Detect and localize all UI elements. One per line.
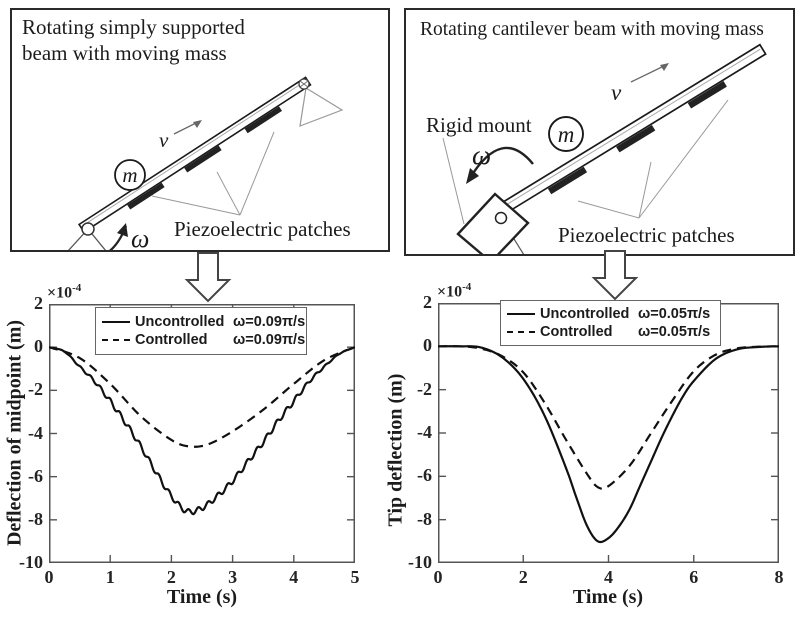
legend: Uncontrolled ω=0.09π/s Controlled ω=0.09… <box>95 307 307 355</box>
panel-cantilever: Rigid mount ω m v Piezoelectric patches … <box>404 8 795 266</box>
y-axis-exponent: ×10-4 <box>437 281 471 301</box>
y-axis-exponent: ×10-4 <box>47 282 81 302</box>
legend-label: Uncontrolled <box>540 306 630 322</box>
velocity-arrow <box>173 120 202 135</box>
exponent-base: ×10 <box>437 283 463 301</box>
down-arrow-right <box>591 250 639 301</box>
x-tick-label: 5 <box>350 567 360 587</box>
legend-row-controlled: Controlled ω=0.09π/s <box>102 332 305 348</box>
y-tick-label: 2 <box>34 293 43 313</box>
moving-mass <box>548 116 584 152</box>
legend-label: Controlled <box>540 324 613 340</box>
patch-leader-lines <box>151 131 275 216</box>
legend-label: Uncontrolled <box>135 314 225 330</box>
legend-line-dashed <box>102 338 130 342</box>
series-uncontrolled-curve <box>438 345 779 544</box>
roller-support <box>298 78 344 127</box>
legend-omega-value: ω=0.05π/s <box>638 324 711 340</box>
x-axis-label: Time (s) <box>572 586 644 608</box>
y-tick-label: -8 <box>417 508 432 529</box>
y-tick-label: -10 <box>408 552 432 572</box>
legend-line-solid <box>507 312 535 316</box>
series-controlled-curve <box>49 346 355 448</box>
piezo-patch <box>547 166 588 195</box>
mass-label: m <box>558 122 575 147</box>
legend-omega-value: ω=0.09π/s <box>233 314 306 330</box>
exponent-base: ×10 <box>47 284 73 302</box>
y-tick-label: -2 <box>28 379 43 400</box>
y-tick-label: -10 <box>19 552 43 572</box>
velocity-label: v <box>159 128 169 152</box>
x-tick-label: 3 <box>228 567 238 587</box>
y-tick-label: -2 <box>417 378 432 399</box>
moving-mass <box>114 159 146 191</box>
piezo-patch <box>244 106 283 134</box>
omega-label: ω <box>472 140 491 170</box>
pin-joint <box>81 222 95 236</box>
midpoint-deflection-plot <box>49 304 355 563</box>
rigid-mount-caption: Rigid mount <box>426 113 532 137</box>
x-tick-label: 0 <box>433 567 443 587</box>
x-tick-label: 4 <box>604 567 613 587</box>
y-tick-label: -8 <box>28 508 43 529</box>
series-controlled-curve <box>438 345 779 490</box>
y-tick-label: 0 <box>34 336 43 357</box>
patches-caption: Piezoelectric patches <box>174 217 351 241</box>
panel-title: Rotating simply supported beam with movi… <box>22 15 245 66</box>
x-tick-label: 4 <box>289 567 299 587</box>
legend-label: Controlled <box>135 332 208 348</box>
beam <box>77 76 312 234</box>
legend-line-dashed <box>507 330 535 334</box>
legend-line-solid <box>102 320 130 324</box>
legend-row-uncontrolled: Uncontrolled ω=0.05π/s <box>507 306 714 322</box>
legend-omega-value: ω=0.05π/s <box>638 306 711 322</box>
velocity-label: v <box>611 80 622 105</box>
omega-rotation-arrow <box>68 223 128 260</box>
y-tick-label: 2 <box>423 292 432 312</box>
x-tick-label: 2 <box>166 567 176 587</box>
series-uncontrolled-curve <box>49 346 355 516</box>
x-tick-label: 6 <box>689 567 699 587</box>
piezo-patch <box>687 81 727 109</box>
legend-row-uncontrolled: Uncontrolled ω=0.09π/s <box>102 314 305 330</box>
exponent-power: -4 <box>462 281 472 293</box>
omega-label: ω <box>131 224 149 250</box>
down-arrow-left <box>184 252 232 303</box>
y-tick-label: -6 <box>28 465 43 486</box>
x-axis-label: Time (s) <box>166 586 238 608</box>
y-tick-label: 0 <box>423 335 432 356</box>
legend-omega-value: ω=0.09π/s <box>233 332 306 348</box>
omega-rotation-arrow <box>466 146 534 184</box>
y-tick-label: -6 <box>417 465 432 486</box>
piezo-patch <box>616 124 656 153</box>
panel-title-line2: beam with moving mass <box>22 40 227 65</box>
panel-simply-supported: ω m v Piezoelectric patches Rotating sim… <box>10 8 390 261</box>
rigid-mount-leader <box>442 137 465 225</box>
legend: Uncontrolled ω=0.05π/s Controlled ω=0.05… <box>500 300 721 346</box>
velocity-arrow <box>630 63 669 83</box>
exponent-power: -4 <box>72 282 82 294</box>
piezo-patch <box>127 182 165 210</box>
y-tick-label: -4 <box>417 422 432 442</box>
x-tick-label: 1 <box>105 567 115 587</box>
x-tick-label: 0 <box>44 567 54 587</box>
axes-box <box>49 304 355 563</box>
panel-title-line1: Rotating simply supported <box>22 15 245 39</box>
pin-joint <box>494 211 508 225</box>
panel-title: Rotating cantilever beam with moving mas… <box>420 18 764 42</box>
rigid-mount-block <box>456 192 554 266</box>
patch-leader-lines <box>577 99 729 219</box>
mass-label: m <box>122 163 137 187</box>
panel-title-line1: Rotating cantilever beam with moving mas… <box>420 19 764 40</box>
piezo-patch <box>184 145 222 173</box>
beam <box>492 43 767 219</box>
x-tick-label: 8 <box>774 567 784 587</box>
x-tick-label: 2 <box>518 567 528 587</box>
cantilever-beam-diagram: Rigid mount ω m v Piezoelectric patches <box>426 43 767 266</box>
y-tick-label: -4 <box>28 422 43 443</box>
legend-row-controlled: Controlled ω=0.05π/s <box>507 324 714 340</box>
patches-caption: Piezoelectric patches <box>558 223 735 247</box>
